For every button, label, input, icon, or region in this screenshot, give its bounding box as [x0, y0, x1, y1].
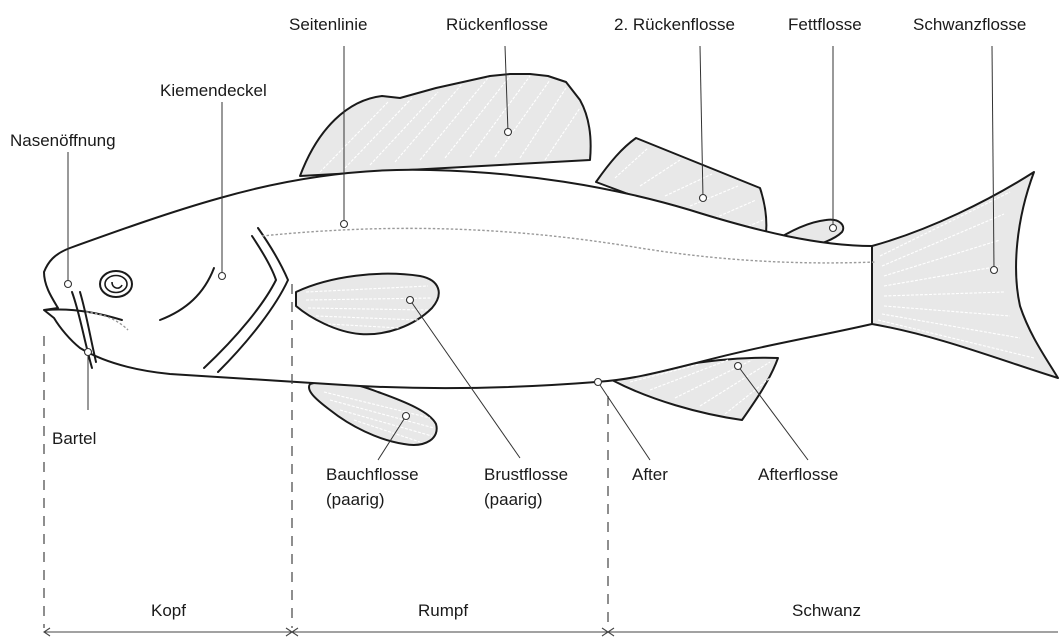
bracket-rumpf: [292, 628, 608, 636]
label-after: After: [632, 465, 668, 484]
caudal-fin: [872, 172, 1058, 378]
label-afterflosse: Afterflosse: [758, 465, 838, 484]
label-brustflosse: Brustflosse: [484, 465, 568, 484]
bracket-schwanz: [608, 628, 1058, 636]
label-seitenlinie: Seitenlinie: [289, 15, 367, 34]
label-kiemendeckel: Kiemendeckel: [160, 81, 267, 100]
label-rueckenflosse: Rückenflosse: [446, 15, 548, 34]
label-nasenoeffnung: Nasenöffnung: [10, 131, 116, 150]
label-bauchflosse-paarig: (paarig): [326, 490, 385, 509]
eye: [100, 271, 132, 297]
label-rueckenflosse-2: 2. Rückenflosse: [614, 15, 735, 34]
region-label-schwanz: Schwanz: [792, 601, 861, 620]
region-label-kopf: Kopf: [151, 601, 186, 620]
label-bauchflosse: Bauchflosse: [326, 465, 419, 484]
label-brustflosse-paarig: (paarig): [484, 490, 543, 509]
label-bartel: Bartel: [52, 429, 96, 448]
region-label-rumpf: Rumpf: [418, 601, 468, 620]
label-fettflosse: Fettflosse: [788, 15, 862, 34]
pelvic-fin: [309, 381, 437, 445]
label-schwanzflosse: Schwanzflosse: [913, 15, 1026, 34]
bracket-kopf: [44, 628, 292, 636]
